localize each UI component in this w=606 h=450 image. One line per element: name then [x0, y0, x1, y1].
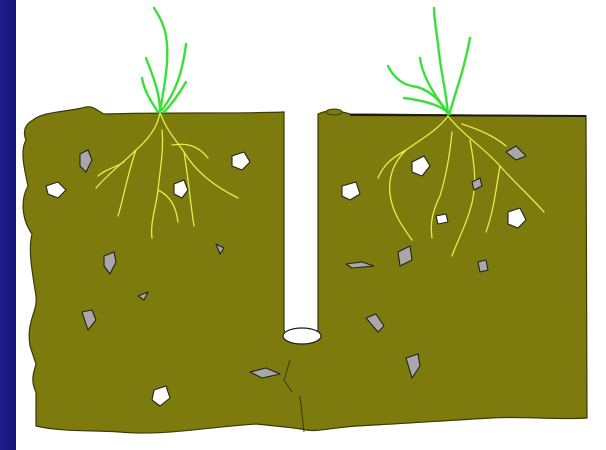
surface-bump	[326, 109, 342, 115]
trench-bottom-opening	[283, 328, 321, 344]
pebble	[478, 260, 488, 272]
trench-slot	[285, 110, 317, 334]
grass-left	[142, 8, 186, 112]
stone	[436, 214, 448, 224]
grass-right	[388, 8, 470, 114]
right-block-top-edge	[350, 115, 586, 116]
